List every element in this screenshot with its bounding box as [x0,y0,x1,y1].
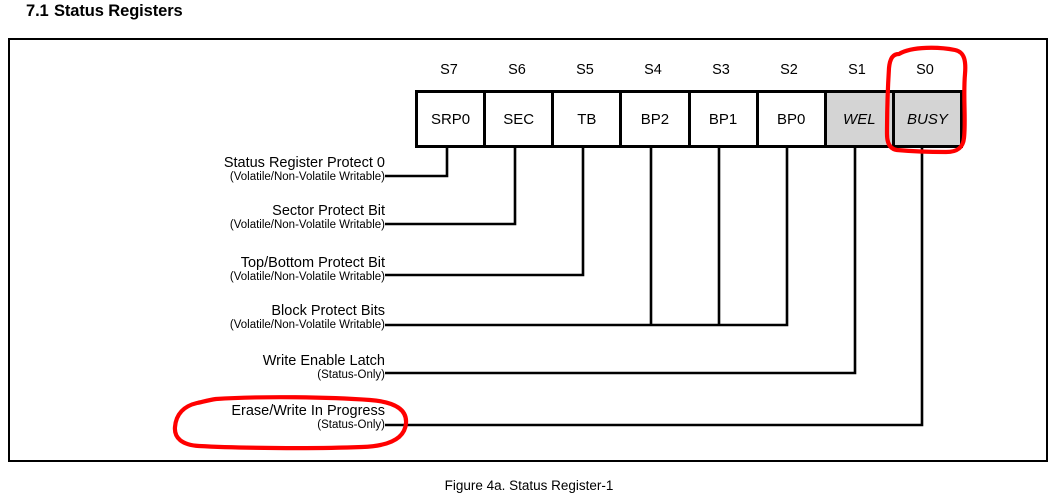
label-sec: Sector Protect Bit (Volatile/Non-Volatil… [125,203,385,232]
bit-index-s2: S2 [780,62,798,78]
label-srp0: Status Register Protect 0 (Volatile/Non-… [125,155,385,184]
register-cell-bp0: BP0 [758,93,827,145]
section-title-text: Status Registers [54,2,183,20]
label-bp-sub: (Volatile/Non-Volatile Writable) [229,319,385,332]
register-cell-bp2: BP2 [622,93,691,145]
label-wel-sub: (Status-Only) [317,369,385,382]
bit-index-s5: S5 [576,62,594,78]
label-busy-sub: (Status-Only) [317,419,385,432]
bit-index-s6: S6 [508,62,526,78]
bit-index-s1: S1 [848,62,866,78]
bit-index-s0: S0 [916,62,934,78]
register-cell-tb: TB [554,93,623,145]
register-cell-bp1: BP1 [690,93,759,145]
label-sec-sub: (Volatile/Non-Volatile Writable) [229,219,385,232]
status-register-byte: SRP0 SEC TB BP2 BP1 BP0 WEL BUSY [415,90,963,148]
bit-index-s7: S7 [440,62,458,78]
page-title: 7.1 Status Registers [26,2,183,21]
label-wel-main: Write Enable Latch [262,353,385,369]
section-number: 7.1 [26,2,49,20]
label-busy-main: Erase/Write In Progress [231,403,385,419]
label-tb-main: Top/Bottom Protect Bit [240,255,385,271]
label-bp: Block Protect Bits (Volatile/Non-Volatil… [125,303,385,332]
register-cell-srp0: SRP0 [418,93,487,145]
label-busy: Erase/Write In Progress (Status-Only) [125,403,385,432]
figure-caption: Figure 4a. Status Register-1 [444,478,614,493]
register-cell-sec: SEC [486,93,555,145]
label-tb-sub: (Volatile/Non-Volatile Writable) [229,271,385,284]
register-cell-busy: BUSY [894,93,960,145]
label-srp0-main: Status Register Protect 0 [223,155,385,171]
label-tb: Top/Bottom Protect Bit (Volatile/Non-Vol… [125,255,385,284]
label-sec-main: Sector Protect Bit [272,203,385,219]
label-bp-main: Block Protect Bits [271,303,385,319]
register-cell-wel: WEL [826,93,895,145]
bit-index-s3: S3 [712,62,730,78]
label-srp0-sub: (Volatile/Non-Volatile Writable) [229,171,385,184]
bit-index-s4: S4 [644,62,662,78]
label-wel: Write Enable Latch (Status-Only) [125,353,385,382]
